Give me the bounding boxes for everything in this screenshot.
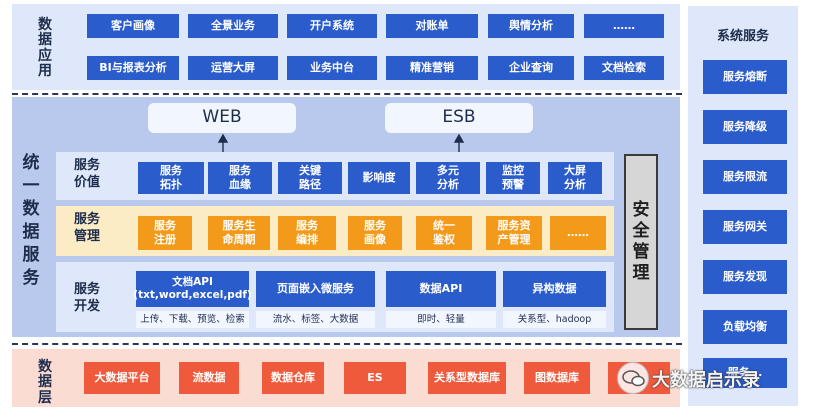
app-item-business-platform[interactable]: 业务中台 bbox=[287, 56, 377, 80]
wechat-icon bbox=[617, 362, 649, 394]
manage-item-lifecycle[interactable]: 服务生 命周期 bbox=[208, 216, 270, 250]
app-item-doc-search[interactable]: 文档检索 bbox=[584, 56, 664, 80]
value-item-monitor-alert[interactable]: 监控 预警 bbox=[486, 162, 540, 194]
web-box[interactable]: WEB bbox=[148, 103, 296, 133]
dev-item-data-api-desc: 即时、轻量 bbox=[386, 311, 496, 328]
sys-item-circuit-breaker[interactable]: 服务熔断 bbox=[703, 60, 787, 94]
data-item-big-data-platform[interactable]: 大数据平台 bbox=[84, 362, 160, 394]
app-item-enterprise-query[interactable]: 企业查询 bbox=[488, 56, 574, 80]
dev-item-data-api[interactable]: 数据API bbox=[386, 271, 496, 307]
app-item-panorama-business[interactable]: 全景业务 bbox=[188, 14, 278, 38]
sys-item-degradation[interactable]: 服务降级 bbox=[703, 110, 787, 144]
dev-item-heterogeneous[interactable]: 异构数据 bbox=[503, 271, 606, 307]
value-item-impact[interactable]: 影响度 bbox=[348, 162, 410, 194]
app-item-customer-profile[interactable]: 客户画像 bbox=[87, 14, 179, 38]
sys-item-more[interactable]: 服务... bbox=[703, 358, 787, 388]
value-item-lineage[interactable]: 服务 血缘 bbox=[208, 162, 272, 194]
manage-item-more[interactable]: …… bbox=[550, 216, 606, 250]
app-item-precision-marketing[interactable]: 精准营销 bbox=[386, 56, 478, 80]
value-item-screen-analysis[interactable]: 大屏 分析 bbox=[548, 162, 602, 194]
security-management[interactable]: 安 全 管 理 bbox=[624, 154, 658, 330]
data-item-data-warehouse[interactable]: 数据仓库 bbox=[262, 362, 324, 394]
manage-item-asset[interactable]: 服务资 产管理 bbox=[486, 216, 542, 250]
data-application-label: 数据 应用 bbox=[38, 17, 52, 80]
app-item-opinion-analysis[interactable]: 舆情分析 bbox=[488, 14, 574, 38]
dev-item-embedded-desc: 流水、标签、大数据 bbox=[256, 311, 375, 328]
data-item-relational-db[interactable]: 关系型数据库 bbox=[428, 362, 506, 394]
value-item-critical-path[interactable]: 关键 路径 bbox=[278, 162, 342, 194]
esb-box[interactable]: ESB bbox=[385, 103, 533, 133]
watermark-text: 大数据启示录 bbox=[652, 370, 760, 391]
manage-item-register[interactable]: 服务 注册 bbox=[138, 216, 192, 250]
app-item-account-opening[interactable]: 开户系统 bbox=[287, 14, 377, 38]
sys-item-discovery[interactable]: 服务发现 bbox=[703, 260, 787, 294]
dev-item-doc-api-desc: 上传、下载、预览、检索 bbox=[136, 311, 249, 328]
data-item-graph-db[interactable]: 图数据库 bbox=[524, 362, 590, 394]
divider-top bbox=[12, 93, 682, 95]
dev-item-embedded-microservice[interactable]: 页面嵌入微服务 bbox=[256, 271, 375, 307]
manage-item-orchestrate[interactable]: 服务 编排 bbox=[278, 216, 336, 250]
manage-item-profile[interactable]: 服务 画像 bbox=[348, 216, 402, 250]
sys-item-gateway[interactable]: 服务网关 bbox=[703, 210, 787, 244]
divider-bottom bbox=[12, 343, 682, 345]
service-manage-label: 服务 管理 bbox=[73, 212, 100, 244]
sys-item-load-balance[interactable]: 负载均衡 bbox=[703, 310, 787, 344]
service-value-label: 服务 价值 bbox=[73, 158, 100, 190]
dev-item-heterogeneous-desc: 关系型、hadoop bbox=[503, 311, 606, 328]
sys-item-rate-limit[interactable]: 服务限流 bbox=[703, 160, 787, 194]
system-services-title: 系统服务 bbox=[716, 29, 769, 44]
data-item-es[interactable]: ES bbox=[344, 362, 406, 394]
app-item-ops-screen[interactable]: 运营大屏 bbox=[188, 56, 278, 80]
app-item-statement[interactable]: 对账单 bbox=[386, 14, 478, 38]
dev-item-doc-api[interactable]: 文档API (txt,word,excel,pdf) bbox=[133, 271, 252, 307]
manage-item-auth[interactable]: 统一 鉴权 bbox=[416, 216, 472, 250]
value-item-multi-analysis[interactable]: 多元 分析 bbox=[416, 162, 480, 194]
service-dev-label: 服务 开发 bbox=[73, 282, 100, 314]
unified-service-label: 统 一 数 据 服 务 bbox=[22, 153, 40, 288]
app-item-more[interactable]: …… bbox=[584, 14, 664, 38]
data-item-stream-data[interactable]: 流数据 bbox=[179, 362, 239, 394]
app-item-bi-report[interactable]: BI与报表分析 bbox=[87, 56, 179, 80]
value-item-topology[interactable]: 服务 拓扑 bbox=[138, 162, 204, 194]
data-layer-label: 数据 层 bbox=[38, 359, 52, 406]
